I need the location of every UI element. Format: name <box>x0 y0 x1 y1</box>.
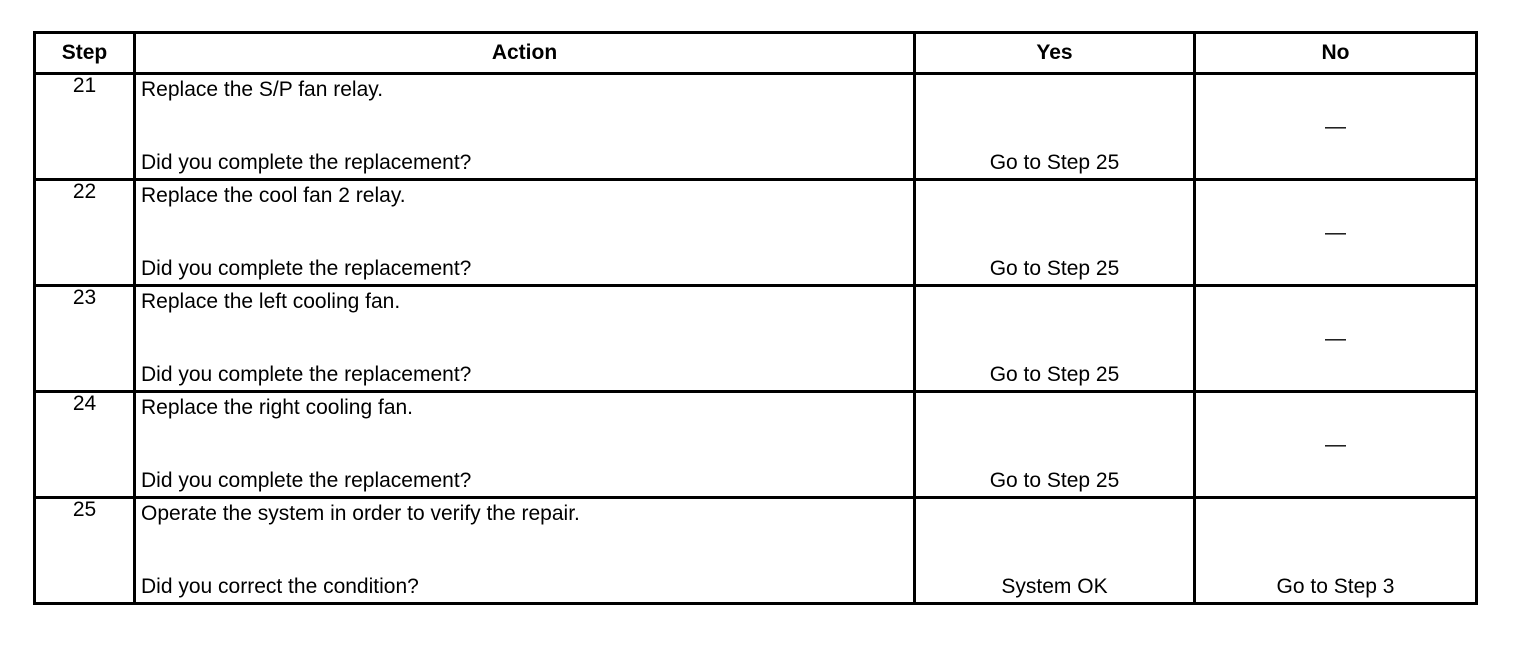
no-content: — <box>1196 75 1475 178</box>
no-branch-label: — <box>1325 220 1346 244</box>
no-content: — <box>1196 393 1475 496</box>
cell-step-number: 25 <box>33 496 136 605</box>
yes-branch-label: Go to Step 25 <box>989 469 1120 492</box>
action-question: Did you complete the replacement? <box>141 469 472 492</box>
cell-no: — <box>1193 72 1478 181</box>
action-question: Did you complete the replacement? <box>141 151 472 174</box>
yes-branch-label: Go to Step 25 <box>989 151 1120 174</box>
cell-yes: Go to Step 25 <box>913 284 1196 393</box>
cell-action: Replace the right cooling fan. Did you c… <box>133 390 916 499</box>
yes-branch-label: System OK <box>1001 575 1108 598</box>
action-instruction: Operate the system in order to verify th… <box>141 502 580 525</box>
cell-yes: Go to Step 25 <box>913 390 1196 499</box>
table-row: 23 Replace the left cooling fan. Did you… <box>33 284 1478 393</box>
action-question: Did you complete the replacement? <box>141 363 472 386</box>
action-question: Did you correct the condition? <box>141 575 419 598</box>
no-branch-label: — <box>1325 432 1346 456</box>
no-branch-label: — <box>1325 326 1346 350</box>
yes-content: System OK <box>916 499 1193 602</box>
column-header-action: Action <box>133 31 916 75</box>
action-instruction: Replace the left cooling fan. <box>141 290 401 313</box>
yes-content: Go to Step 25 <box>916 287 1193 390</box>
cell-step-number: 24 <box>33 390 136 499</box>
cell-action: Operate the system in order to verify th… <box>133 496 916 605</box>
action-content: Replace the left cooling fan. Did you co… <box>136 287 913 390</box>
cell-yes: Go to Step 25 <box>913 72 1196 181</box>
table-header: Step Action Yes No <box>33 31 1478 75</box>
yes-content: Go to Step 25 <box>916 393 1193 496</box>
table-row: 22 Replace the cool fan 2 relay. Did you… <box>33 178 1478 287</box>
cell-yes: Go to Step 25 <box>913 178 1196 287</box>
cell-no: — <box>1193 178 1478 287</box>
table-row: 21 Replace the S/P fan relay. Did you co… <box>33 72 1478 181</box>
cell-no: — <box>1193 284 1478 393</box>
cell-action: Replace the left cooling fan. Did you co… <box>133 284 916 393</box>
yes-branch-label: Go to Step 25 <box>989 363 1120 386</box>
cell-no: — <box>1193 390 1478 499</box>
cell-action: Replace the S/P fan relay. Did you compl… <box>133 72 916 181</box>
no-content: Go to Step 3 <box>1196 499 1475 602</box>
action-instruction: Replace the cool fan 2 relay. <box>141 184 406 207</box>
cell-yes: System OK <box>913 496 1196 605</box>
yes-content: Go to Step 25 <box>916 75 1193 178</box>
column-header-step: Step <box>33 31 136 75</box>
action-content: Operate the system in order to verify th… <box>136 499 913 602</box>
no-branch-label: Go to Step 3 <box>1276 575 1395 598</box>
action-content: Replace the right cooling fan. Did you c… <box>136 393 913 496</box>
table-body: 21 Replace the S/P fan relay. Did you co… <box>33 72 1478 605</box>
cell-no: Go to Step 3 <box>1193 496 1478 605</box>
cell-step-number: 21 <box>33 72 136 181</box>
yes-branch-label: Go to Step 25 <box>989 257 1120 280</box>
diagnostic-step-table: Step Action Yes No 21 Replace the S/P fa… <box>33 31 1478 605</box>
no-content: — <box>1196 287 1475 390</box>
action-question: Did you complete the replacement? <box>141 257 472 280</box>
column-header-no: No <box>1193 31 1478 75</box>
cell-action: Replace the cool fan 2 relay. Did you co… <box>133 178 916 287</box>
cell-step-number: 23 <box>33 284 136 393</box>
cell-step-number: 22 <box>33 178 136 287</box>
table-row: 25 Operate the system in order to verify… <box>33 496 1478 605</box>
action-instruction: Replace the S/P fan relay. <box>141 78 384 101</box>
column-header-yes: Yes <box>913 31 1196 75</box>
no-content: — <box>1196 181 1475 284</box>
table-row: 24 Replace the right cooling fan. Did yo… <box>33 390 1478 499</box>
action-content: Replace the cool fan 2 relay. Did you co… <box>136 181 913 284</box>
table-header-row: Step Action Yes No <box>33 31 1478 75</box>
no-branch-label: — <box>1325 114 1346 138</box>
action-content: Replace the S/P fan relay. Did you compl… <box>136 75 913 178</box>
action-instruction: Replace the right cooling fan. <box>141 396 414 419</box>
yes-content: Go to Step 25 <box>916 181 1193 284</box>
